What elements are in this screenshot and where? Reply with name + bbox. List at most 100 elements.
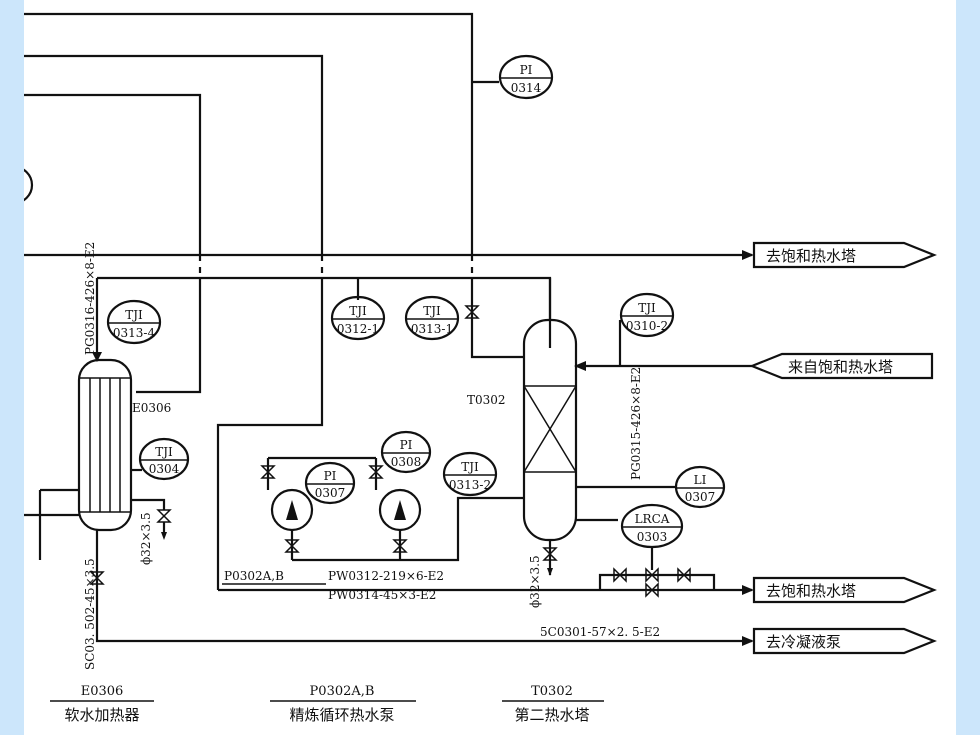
t0302-packing-x2 (523, 385, 577, 473)
dest-condensate-label: 去冷凝液泵 (766, 633, 841, 651)
pg0316-label: PG0316-426×8-E2 (83, 242, 97, 355)
legend-p0302-code: P0302A,B (310, 684, 375, 699)
pump-b-valve-bottom[interactable] (392, 539, 408, 553)
condensate-pipe (95, 530, 752, 643)
lrca0303-tag: LRCA (635, 512, 670, 526)
dest-top-out-label: 去饱和热水塔 (766, 247, 856, 265)
tji0313-2-tag: TJI (461, 460, 479, 474)
header-arrow (742, 250, 754, 260)
t0302-tag: T0302 (467, 393, 506, 407)
pi0308-num: 0308 (391, 455, 422, 469)
legend-p0302-name: 精炼循环热水泵 (289, 706, 394, 724)
tji0310-2-bubble: TJI 0310-2 (619, 292, 675, 338)
tji0304-num: 0304 (149, 462, 180, 476)
tji0313-1-num: 0313-1 (411, 322, 453, 336)
third-pipe (24, 93, 202, 255)
pw0314-label: PW0314-45×3-E2 (328, 588, 436, 602)
pg0315-label: PG0315-426×8-E2 (629, 367, 643, 480)
lrca0303-bubble: LRCA 0303 (620, 503, 684, 549)
pump-b-impeller (394, 500, 406, 520)
p0302-tag: P0302A,B (224, 569, 284, 583)
sc0301-label: 5C0301-57×2. 5-E2 (540, 625, 660, 639)
tji0313-2-num: 0313-2 (449, 478, 491, 492)
tji0313-1-bubble: TJI 0313-1 (404, 295, 460, 341)
return-header (97, 276, 552, 348)
pi0308-tag: PI (400, 438, 413, 452)
control-valve[interactable] (645, 567, 659, 583)
dest-from-sat-label: 来自饱和热水塔 (788, 358, 893, 376)
pump-a-impeller (286, 500, 298, 520)
tji0304-tag: TJI (155, 445, 173, 459)
pump-to-tower (292, 496, 524, 562)
pi0307-bubble: PI 0307 (304, 461, 356, 505)
pump-a-valve-top[interactable] (260, 465, 276, 479)
legend-e0306-name: 软水加热器 (64, 706, 139, 724)
tji0310-2-num: 0310-2 (626, 319, 668, 333)
pump-discharge-drops (266, 458, 378, 490)
tji0312-1-bubble: TJI 0312-1 (330, 295, 386, 341)
tower-inlet-valve[interactable] (464, 305, 480, 319)
top-pipe (24, 12, 474, 255)
e0306-left-branch (38, 488, 79, 560)
dest-mid-out: 去饱和热水塔 (752, 576, 937, 604)
legend-t0302-code: T0302 (531, 684, 573, 699)
condensate-valve[interactable] (89, 571, 105, 585)
tji0304-bubble: TJI 0304 (138, 437, 190, 481)
dest-from-sat: 来自饱和热水塔 (749, 352, 934, 380)
t0302-bottom-arrow (547, 568, 553, 576)
pi0307-num: 0307 (315, 486, 346, 500)
t0302-bottom-valve[interactable] (542, 547, 558, 561)
second-pipe (24, 54, 324, 255)
e0306-drain-valve[interactable] (156, 509, 172, 523)
condensate-arrow (742, 636, 754, 646)
legend-e0306-code: E0306 (81, 684, 124, 699)
e0306-drain (131, 498, 166, 510)
bypass-valve-2[interactable] (677, 567, 691, 583)
bypass-line (598, 573, 716, 590)
dest-top-out: 去饱和热水塔 (752, 241, 937, 269)
from-sat-arrow (574, 361, 586, 371)
legend-t0302: T0302 第二热水塔 (502, 684, 604, 724)
pump-b-valve-top[interactable] (368, 465, 384, 479)
tji0313-1-tag: TJI (423, 304, 441, 318)
li0307-bubble: LI 0307 (674, 465, 726, 509)
bypass-valve-1[interactable] (613, 567, 627, 583)
partial-instrument-circle (24, 168, 34, 202)
pi0307-tag: PI (324, 469, 337, 483)
pi0314-bubble: PI 0314 (498, 54, 554, 100)
pump-suction-loop (216, 278, 324, 590)
feed-arrow (92, 352, 102, 362)
legend-e0306: E0306 软水加热器 (50, 684, 154, 724)
phi-tower-label: ϕ32×3.5 (528, 555, 542, 608)
tji0313-4-num: 0313-4 (113, 326, 156, 340)
drain-arrow (161, 532, 167, 540)
mid-arrow (742, 585, 754, 595)
pump-suction-drops (290, 530, 402, 560)
li0307-num: 0307 (685, 490, 716, 504)
pid-diagram: 去饱和热水塔 来自饱和热水塔 去饱和热水塔 去冷凝液泵 PI 0314 TJI … (24, 12, 937, 724)
e0306-shell (77, 358, 133, 532)
tji0312-1-tag: TJI (349, 304, 367, 318)
tower-inlet (470, 278, 524, 359)
main-valve[interactable] (645, 582, 659, 598)
lrca0303-num: 0303 (637, 530, 668, 544)
li0307-tag: LI (694, 473, 707, 487)
pump-a-valve-bottom[interactable] (284, 539, 300, 553)
phi-left-label: ϕ32×3.5 (139, 512, 153, 565)
dest-mid-out-label: 去饱和热水塔 (766, 582, 856, 600)
tji0313-4-tag: TJI (125, 308, 143, 322)
tji0313-2-bubble: TJI 0313-2 (442, 451, 498, 497)
e0306-tag: E0306 (132, 401, 171, 415)
tji0312-1-num: 0312-1 (337, 322, 379, 336)
pw0312-label: PW0312-219×6-E2 (328, 569, 444, 583)
dest-condensate: 去冷凝液泵 (752, 627, 937, 655)
tji0313-4-bubble: TJI 0313-4 (106, 299, 162, 345)
legend-p0302: P0302A,B 精炼循环热水泵 (270, 684, 416, 724)
e0306-outlet (136, 278, 202, 394)
sc03-label: SC03. 502-45×3.5 (83, 558, 97, 670)
pi0308-bubble: PI 0308 (380, 430, 432, 474)
pi0314-num: 0314 (511, 81, 542, 95)
diagram-frame: 去饱和热水塔 来自饱和热水塔 去饱和热水塔 去冷凝液泵 PI 0314 TJI … (24, 0, 956, 735)
legend-t0302-name: 第二热水塔 (514, 706, 589, 724)
pi0314-tag: PI (520, 63, 533, 77)
